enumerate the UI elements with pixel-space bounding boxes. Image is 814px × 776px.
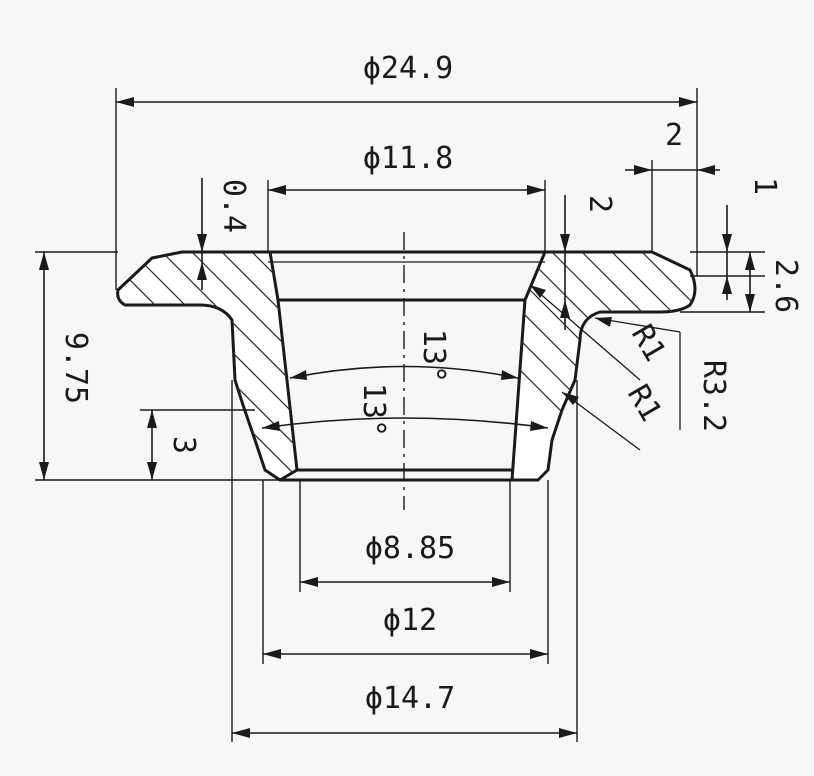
- label-bottom-bore-diameter: ϕ8.85: [365, 531, 455, 566]
- arrow: [300, 577, 318, 587]
- arrow: [501, 370, 518, 380]
- label-flange-thickness: 2.6: [768, 259, 803, 313]
- part-left-section: [116, 250, 299, 482]
- arrow: [722, 276, 732, 294]
- label-top-wall-offset: 2: [582, 195, 617, 213]
- arrow: [679, 97, 697, 107]
- arrow: [530, 649, 548, 659]
- arrow: [595, 317, 612, 327]
- label-lower-height: 3: [166, 436, 201, 454]
- arrow: [268, 185, 286, 195]
- arrow: [39, 252, 49, 270]
- label-outer-taper-angle: 13°: [356, 383, 391, 437]
- label-radius-flange: R3.2: [696, 360, 731, 432]
- label-body-diameter: ϕ14.7: [365, 681, 455, 716]
- arrow: [290, 370, 307, 380]
- arrow: [530, 421, 548, 431]
- label-overall-height: 9.75: [58, 332, 93, 404]
- arrow: [147, 410, 157, 428]
- arrow: [492, 577, 510, 587]
- label-top-bore-diameter: ϕ11.8: [363, 141, 453, 176]
- leader-radius-inner: [529, 284, 641, 381]
- arrow: [263, 649, 281, 659]
- arrow: [560, 234, 570, 252]
- arrow: [197, 234, 207, 252]
- arrow: [197, 262, 207, 280]
- arrow: [697, 165, 715, 175]
- arrow: [634, 165, 652, 175]
- arrow: [232, 728, 250, 738]
- label-inner-taper-angle: 13°: [416, 329, 451, 383]
- arrow: [39, 462, 49, 480]
- arrow: [147, 462, 157, 480]
- arrow: [562, 392, 579, 405]
- label-flange-step: 1: [747, 177, 782, 195]
- label-neck-diameter: ϕ12: [383, 603, 437, 638]
- arrow: [262, 421, 280, 431]
- arrow: [559, 728, 577, 738]
- arrow: [745, 252, 755, 270]
- label-overall-diameter: ϕ24.9: [363, 51, 453, 86]
- label-flange-width: 2: [665, 118, 683, 153]
- label-chamfer: 0.4: [216, 179, 251, 233]
- arc-inner-taper: [289, 365, 519, 379]
- arrow: [116, 97, 134, 107]
- arrow: [530, 285, 546, 298]
- label-radius-outer: R1: [620, 379, 668, 428]
- arc-outer-taper: [261, 417, 549, 429]
- arrow: [527, 185, 545, 195]
- arrow: [722, 234, 732, 252]
- part-right-section: [510, 250, 697, 482]
- arrow: [745, 294, 755, 312]
